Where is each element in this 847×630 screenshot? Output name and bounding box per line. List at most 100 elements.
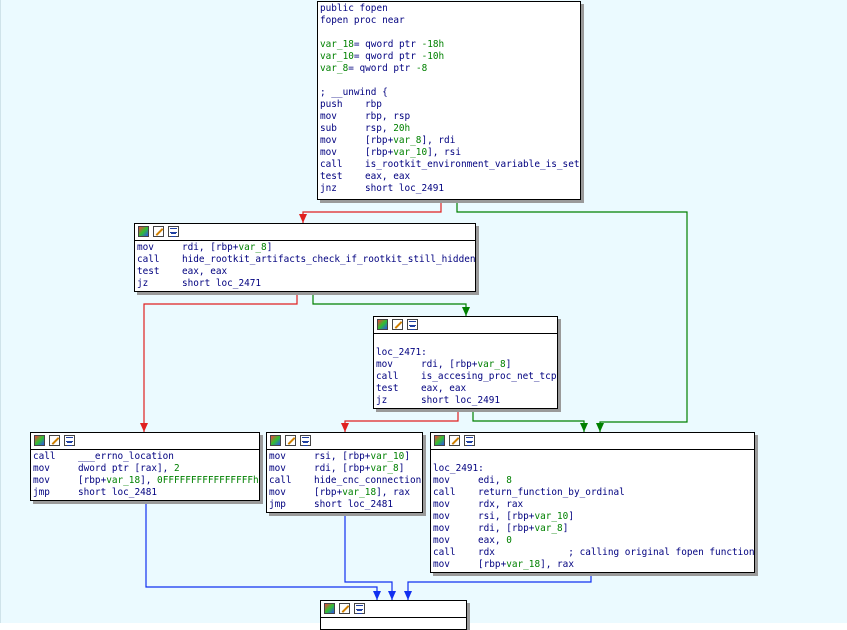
xref-icon[interactable]	[64, 435, 75, 446]
operand-text: rdi, [rbp+	[182, 242, 239, 253]
operands: short loc_2491	[421, 395, 500, 406]
edge-false[interactable]	[302, 200, 442, 223]
rename-pen-icon[interactable]	[153, 226, 164, 237]
asm-line[interactable]: var_8= qword ptr -8	[320, 63, 578, 75]
mnemonic: mov	[433, 475, 450, 486]
xref-icon[interactable]	[354, 603, 365, 614]
xref-icon[interactable]	[168, 226, 179, 237]
asm-line[interactable]: var_10= qword ptr -10h	[320, 51, 578, 63]
operands: [rbp+var_8], rdi	[365, 135, 455, 146]
edge-false[interactable]	[143, 292, 298, 432]
graph-overview-icon[interactable]	[138, 226, 149, 237]
edge-true[interactable]	[472, 409, 585, 432]
asm-line[interactable]: mov[rbp+var_8], rdi	[320, 135, 578, 147]
edge-arrowhead	[341, 423, 349, 432]
operand-text: rdi, [rbp+	[314, 463, 371, 474]
asm-line[interactable]: fopen proc near	[320, 15, 405, 26]
rename-pen-icon[interactable]	[285, 435, 296, 446]
xref-icon[interactable]	[464, 435, 475, 446]
edge-true[interactable]	[312, 292, 467, 316]
asm-line[interactable]: ; __unwind {	[320, 87, 388, 98]
rename-pen-icon[interactable]	[392, 319, 403, 330]
asm-line[interactable]: var_18= qword ptr -18h	[320, 39, 578, 51]
rename-pen-icon[interactable]	[339, 603, 350, 614]
graph-overview-icon[interactable]	[434, 435, 445, 446]
rename-pen-icon[interactable]	[449, 435, 460, 446]
operand-text: rsp,	[365, 123, 394, 134]
edge-false[interactable]	[344, 409, 459, 432]
operand-text: [rbp+	[365, 147, 394, 158]
graph-overview-icon[interactable]	[324, 603, 335, 614]
operand-text: ]	[505, 359, 512, 370]
asm-line[interactable]	[433, 451, 752, 463]
mnemonic: jmp	[269, 499, 286, 510]
asm-line[interactable]: mov[rbp+var_18], 0FFFFFFFFFFFFFFFFh	[33, 475, 259, 487]
asm-line[interactable]	[320, 75, 578, 87]
operands: is_accesing_proc_net_tcp	[421, 371, 556, 382]
operand-variable: var_10	[534, 511, 569, 522]
operand-text: rdx ; calling original fopen function	[478, 547, 755, 558]
graph-overview-icon[interactable]	[270, 435, 281, 446]
asm-line[interactable]: public fopen	[320, 3, 388, 14]
operands: short loc_2491	[365, 183, 444, 194]
operands: eax, eax	[365, 171, 410, 182]
graph-overview-icon[interactable]	[377, 319, 388, 330]
operands: [rbp+var_18], rax	[314, 487, 410, 498]
asm-line[interactable]: mov[rbp+var_18], rax	[433, 559, 752, 571]
asm-line[interactable]: mov[rbp+var_10], rsi	[320, 147, 578, 159]
asm-line[interactable]	[376, 335, 555, 347]
asm-line[interactable]	[320, 27, 578, 39]
operands: hide_rootkit_artifacts_check_if_rootkit_…	[182, 254, 475, 265]
node-header	[431, 433, 754, 450]
edge-next[interactable]	[407, 573, 592, 600]
asm-line[interactable]: loc_2471:	[376, 347, 427, 358]
asm-line[interactable]: mov dword ptr [rax], 2	[33, 463, 257, 475]
asm-line[interactable]: loc_2491:	[433, 463, 484, 474]
asm-line[interactable]: call___errno_location	[33, 451, 257, 463]
operands: dword ptr [rax], 2	[78, 463, 180, 474]
xref-icon[interactable]	[407, 319, 418, 330]
xref-icon[interactable]	[300, 435, 311, 446]
edge-arrowhead	[140, 423, 148, 432]
graph-overview-icon[interactable]	[34, 435, 45, 446]
edge-jump[interactable]	[145, 501, 378, 600]
operand-text: rdi, [rbp+	[478, 523, 535, 534]
rename-pen-icon[interactable]	[49, 435, 60, 446]
mnemonic: mov	[33, 463, 50, 474]
asm-line[interactable]: mov[rbp+var_18], rax	[269, 487, 420, 499]
node-loc-2481[interactable]	[320, 600, 467, 630]
